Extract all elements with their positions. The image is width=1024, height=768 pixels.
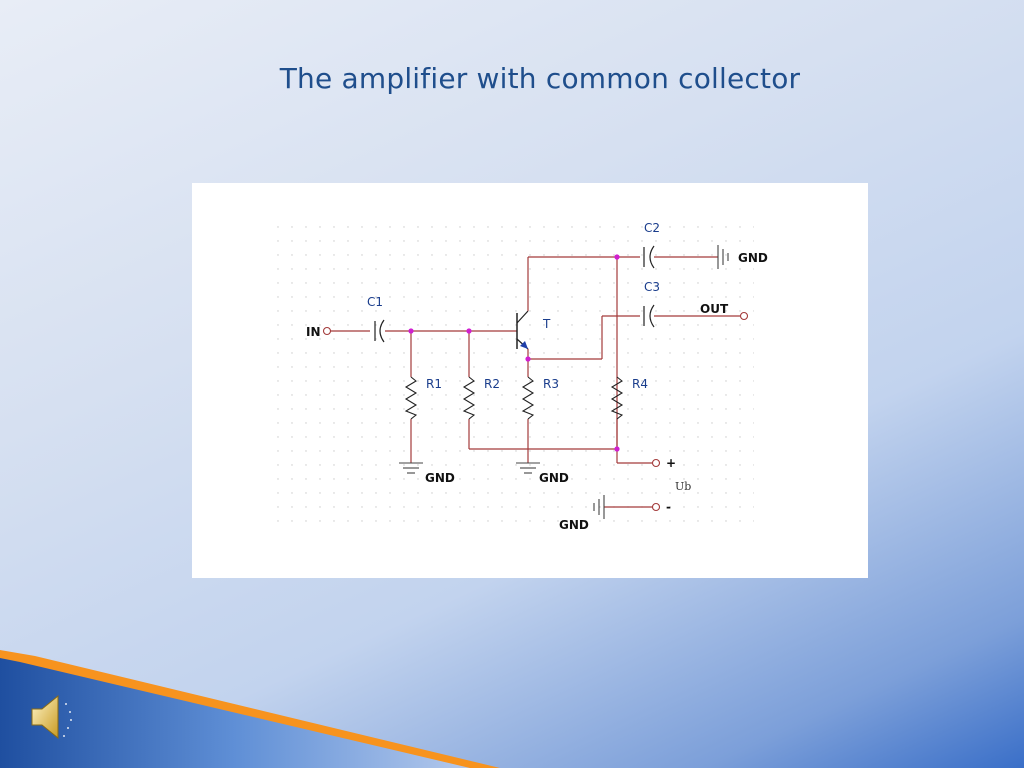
slide-title: The amplifier with common collector [279, 62, 801, 95]
label-gnd-middle: GND [539, 471, 569, 485]
label-c3: C3 [644, 280, 660, 294]
junction-nodes [408, 254, 620, 452]
speaker-icon[interactable] [28, 690, 78, 744]
label-r2: R2 [484, 377, 500, 391]
resistor-r1 [404, 376, 418, 420]
label-minus: - [666, 500, 671, 514]
label-r1: R1 [426, 377, 442, 391]
emitter-arrow [520, 341, 528, 349]
label-gnd-bottom: GND [559, 518, 589, 532]
label-c2: C2 [644, 221, 660, 235]
circuit-schematic: IN C1 C2 C3 GND OUT T R1 R2 R3 R4 GND GN… [274, 221, 768, 532]
grid-background [274, 223, 754, 528]
label-gnd-top: GND [738, 251, 768, 265]
label-c1: C1 [367, 295, 383, 309]
label-ub: Ub [675, 480, 691, 493]
label-r3: R3 [543, 377, 559, 391]
circuit-diagram: IN C1 C2 C3 GND OUT T R1 R2 R3 R4 GND GN… [192, 183, 868, 578]
label-out: OUT [700, 302, 729, 316]
ground-symbols [399, 245, 729, 519]
resistor-r2 [462, 376, 476, 420]
resistor-r3 [521, 376, 535, 420]
resistors [404, 376, 624, 420]
wires [330, 245, 740, 508]
terminals [322, 311, 749, 512]
label-gnd-left: GND [425, 471, 455, 485]
label-r4: R4 [632, 377, 648, 391]
label-in: IN [306, 325, 321, 339]
resistor-r4 [610, 376, 624, 420]
label-t: T [542, 317, 551, 331]
label-plus: + [666, 456, 676, 470]
